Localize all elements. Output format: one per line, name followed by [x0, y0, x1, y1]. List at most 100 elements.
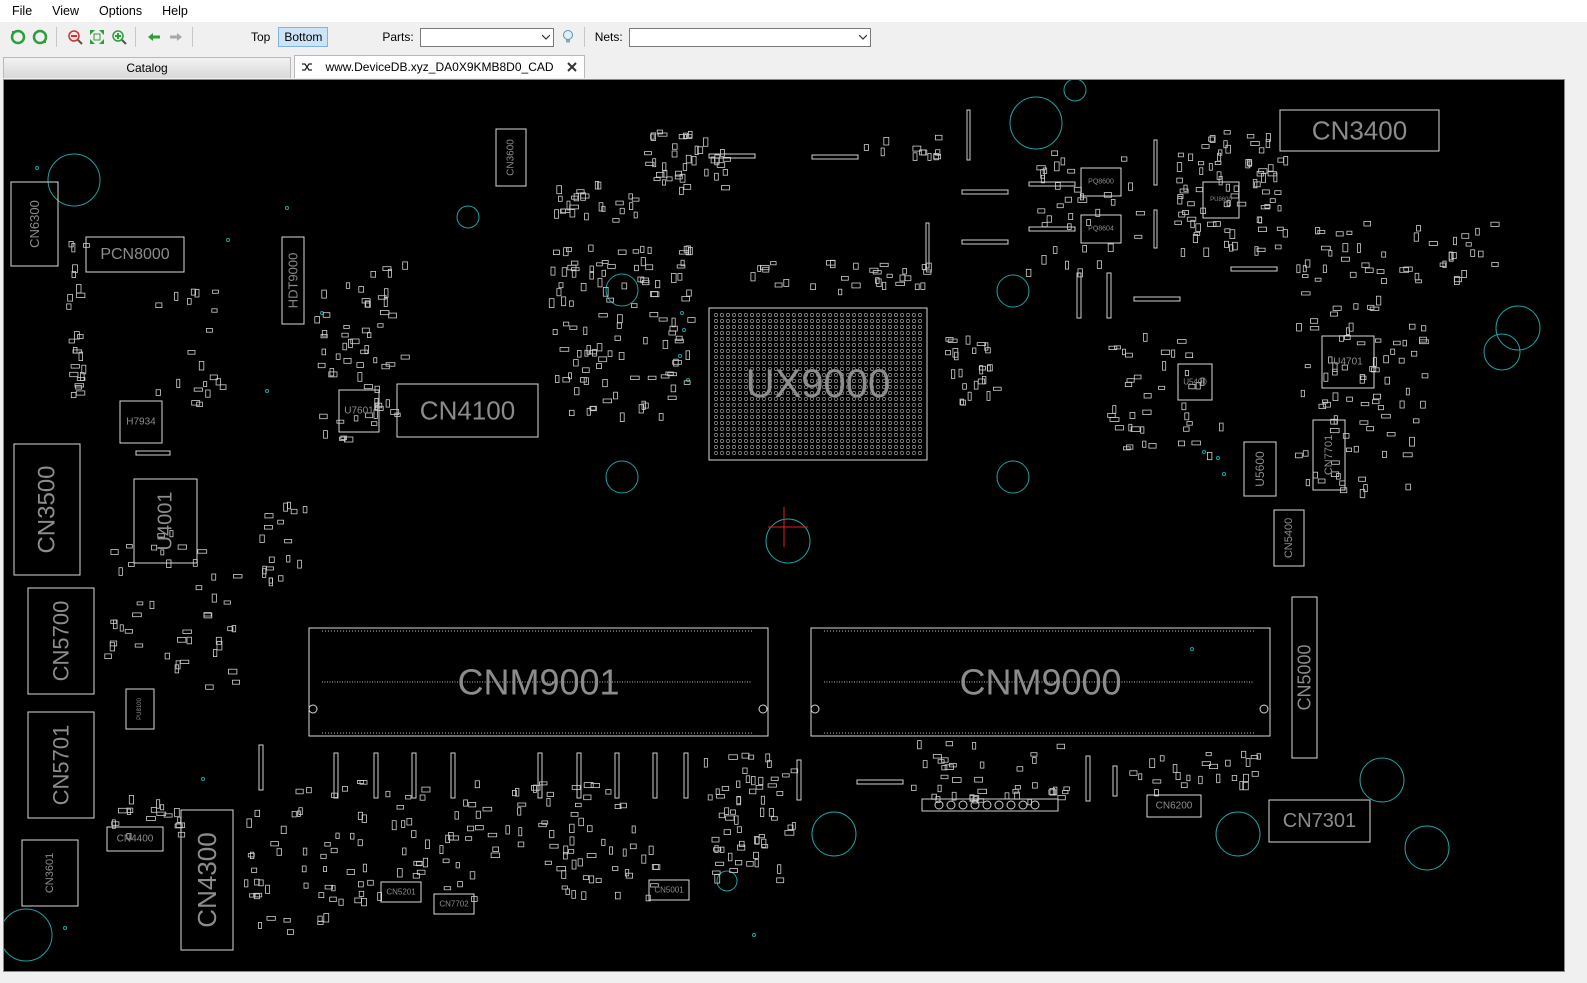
component-outline[interactable] — [708, 307, 928, 461]
smd-pad — [573, 359, 579, 367]
component-outline[interactable] — [1146, 794, 1202, 818]
smd-pad — [1421, 373, 1429, 379]
smd-pad — [361, 327, 370, 334]
smd-pad — [944, 764, 954, 770]
component-outline[interactable] — [1268, 799, 1371, 843]
smd-pad — [724, 807, 730, 815]
component-outline[interactable] — [85, 236, 185, 273]
component-outline[interactable] — [396, 383, 539, 438]
mounting-hole — [308, 704, 318, 714]
component-outline[interactable] — [21, 839, 79, 907]
component-outline[interactable] — [1080, 214, 1122, 244]
smd-pad — [1339, 335, 1345, 342]
lightbulb-icon[interactable] — [558, 27, 578, 47]
smd-pad — [136, 601, 144, 606]
smd-pad — [1080, 193, 1085, 201]
reload-green-icon[interactable] — [30, 27, 50, 47]
smd-pad — [232, 574, 243, 579]
component-outline[interactable] — [1177, 363, 1213, 401]
smd-pad — [634, 264, 639, 272]
zoom-out-red-icon[interactable] — [65, 27, 85, 47]
smd-pad — [1405, 483, 1411, 491]
smd-pad — [666, 176, 673, 182]
smd-pad — [385, 362, 396, 367]
component-outline[interactable] — [27, 587, 95, 695]
component-outline[interactable] — [133, 478, 198, 564]
smd-pad — [1218, 149, 1223, 156]
component-outline[interactable] — [1080, 167, 1122, 197]
component-outline[interactable] — [1273, 509, 1305, 567]
component-label: CN5001 — [654, 886, 684, 895]
component-outline[interactable] — [13, 443, 81, 576]
chevron-down-icon — [858, 34, 867, 40]
component-outline[interactable] — [308, 627, 769, 737]
component-outline[interactable] — [1202, 181, 1240, 219]
component-outline[interactable] — [1279, 109, 1440, 152]
smd-pad — [624, 869, 630, 877]
refresh-green-icon[interactable] — [8, 27, 28, 47]
close-icon[interactable] — [566, 61, 578, 73]
smd-pad — [422, 857, 428, 868]
smd-part — [925, 222, 930, 269]
smd-part — [373, 752, 379, 799]
menu-options[interactable]: Options — [99, 4, 143, 18]
component-outline[interactable] — [1321, 335, 1375, 389]
smd-pad — [276, 848, 282, 856]
smd-pad — [1318, 403, 1327, 410]
component-outline[interactable] — [380, 881, 422, 903]
component-outline[interactable] — [106, 826, 164, 852]
nets-combo[interactable] — [628, 27, 871, 47]
smd-pad — [1114, 425, 1124, 431]
smd-pad — [1124, 382, 1133, 387]
smd-pad — [1465, 242, 1472, 247]
mounting-hole — [1404, 825, 1450, 871]
component-outline[interactable] — [338, 389, 380, 433]
smd-pad — [1243, 773, 1249, 782]
zoom-in-green-icon[interactable] — [109, 27, 129, 47]
smd-pad — [363, 384, 373, 390]
component-outline[interactable] — [433, 893, 475, 915]
component-outline[interactable] — [180, 809, 234, 951]
smd-pad — [594, 181, 600, 190]
smd-pad — [1381, 278, 1388, 284]
menu-view[interactable]: View — [52, 4, 80, 18]
tab-board[interactable]: www.DeviceDB.xyz_DA0X9KMB8D0_CAD — [294, 55, 585, 78]
menu-help[interactable]: Help — [162, 4, 188, 18]
smd-pad — [736, 796, 741, 806]
arrow-left-icon[interactable] — [144, 27, 164, 47]
component-outline[interactable] — [10, 181, 59, 267]
component-outline[interactable] — [1291, 596, 1318, 759]
menu-file[interactable]: File — [12, 4, 33, 18]
smd-pad — [1112, 405, 1117, 414]
arrow-right-icon[interactable] — [166, 27, 186, 47]
component-outline[interactable] — [1243, 441, 1277, 497]
smd-pad — [590, 783, 600, 788]
smd-pad — [1176, 162, 1183, 172]
component-label: PQ8600 — [1088, 179, 1114, 186]
tab-catalog[interactable]: Catalog — [3, 57, 291, 78]
smd-pad — [1224, 240, 1230, 248]
component-outline[interactable] — [495, 128, 527, 187]
bottom-side-toggle[interactable]: Bottom — [278, 27, 329, 47]
smd-pad — [1310, 318, 1319, 324]
component-outline[interactable] — [27, 711, 95, 819]
component-outline[interactable] — [125, 688, 155, 730]
component-outline[interactable] — [648, 879, 690, 901]
component-outline[interactable] — [1312, 419, 1346, 491]
smd-pad — [1233, 185, 1239, 192]
smd-pad — [126, 833, 132, 840]
component-outline[interactable] — [810, 627, 1271, 737]
smd-pad — [621, 282, 628, 290]
top-side-toggle[interactable]: Top — [251, 30, 271, 44]
parts-combo[interactable] — [419, 27, 554, 47]
mounting-hole — [1495, 305, 1541, 351]
smd-pad — [899, 274, 906, 282]
smd-pad — [1399, 267, 1410, 273]
component-outline[interactable] — [119, 400, 163, 444]
fit-view-icon[interactable] — [87, 27, 107, 47]
component-label: CN5201 — [386, 888, 416, 897]
smd-pad — [176, 378, 181, 388]
component-outline[interactable] — [281, 236, 305, 325]
